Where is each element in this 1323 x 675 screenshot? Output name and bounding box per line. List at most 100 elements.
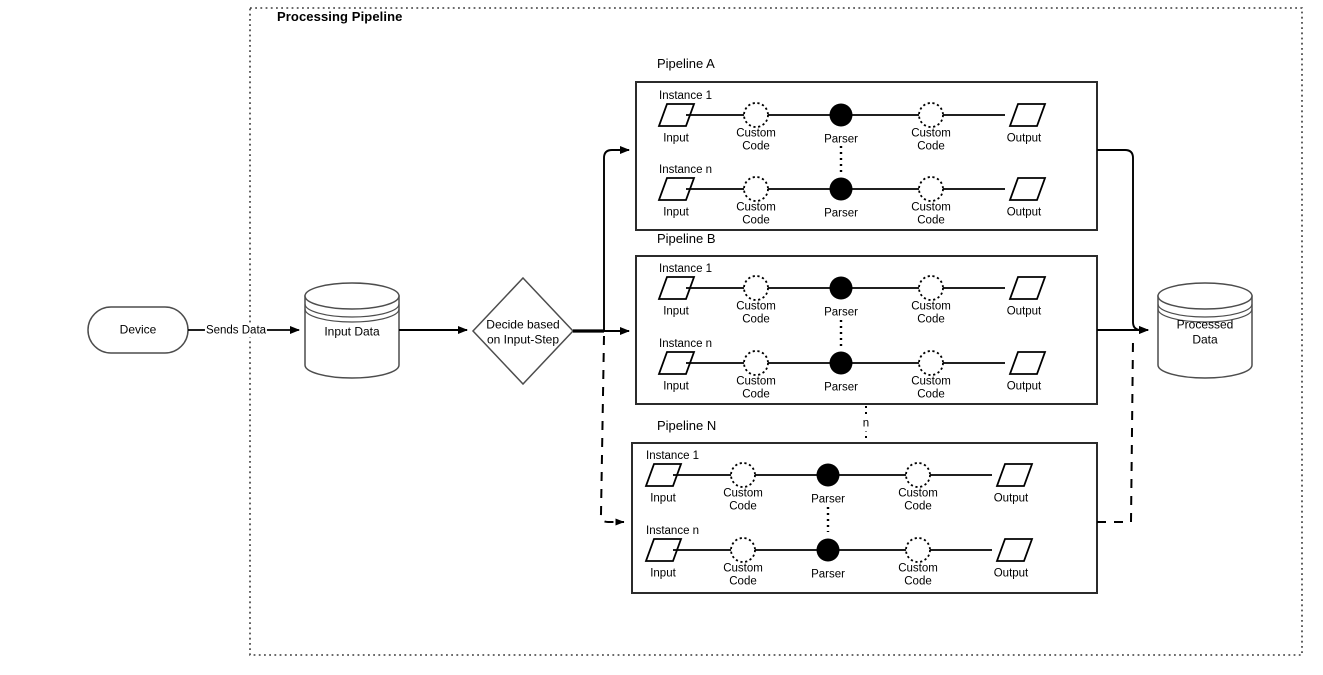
edge-decision-to-pipeline-n bbox=[599, 335, 625, 526]
custom-code-shape bbox=[730, 537, 756, 563]
custom-code-label-line1: Custom bbox=[736, 300, 776, 313]
decision-node bbox=[471, 276, 575, 386]
parser-label: Parser bbox=[824, 381, 858, 394]
input-shape bbox=[657, 276, 696, 300]
parser-label: Parser bbox=[811, 568, 845, 581]
parser-shape bbox=[829, 103, 853, 127]
custom-code-label-line1: Custom bbox=[723, 487, 763, 500]
custom-code-label-line1: Custom bbox=[911, 375, 951, 388]
custom-code-label-line1: Custom bbox=[723, 562, 763, 575]
custom-code-label-line2: Code bbox=[742, 313, 770, 326]
output-shape bbox=[1008, 103, 1047, 127]
parser-label: Parser bbox=[824, 207, 858, 220]
custom-code-label-line1: Custom bbox=[736, 201, 776, 214]
custom-code-label-line2: Code bbox=[742, 388, 770, 401]
parser-shape bbox=[829, 351, 853, 375]
parser-shape bbox=[829, 276, 853, 300]
pipeline-b-instance-1-label: Instance 1 bbox=[659, 263, 713, 275]
custom-code-label-line1: Custom bbox=[736, 127, 776, 140]
custom-code-label-line2: Code bbox=[904, 500, 932, 513]
input-shape bbox=[644, 463, 683, 487]
custom-code-label-line1: Custom bbox=[911, 300, 951, 313]
input-label: Input bbox=[663, 380, 689, 393]
custom-code-shape bbox=[743, 102, 769, 128]
custom-code-label-line1: Custom bbox=[911, 127, 951, 140]
parser-shape bbox=[816, 538, 840, 562]
input-data-label: Input Data bbox=[324, 324, 380, 339]
custom-code-label-line2: Code bbox=[742, 214, 770, 227]
pipeline-n-instance-n-flow bbox=[644, 537, 1034, 563]
input-label: Input bbox=[650, 567, 676, 580]
pipeline-n-instance-1-flow bbox=[644, 462, 1034, 488]
edge-pipeline-n-to-processed-data bbox=[1097, 339, 1134, 523]
custom-code-label-line1: Custom bbox=[898, 562, 938, 575]
output-shape bbox=[995, 538, 1034, 562]
decision-label-line2: on Input-Step bbox=[486, 332, 560, 347]
parser-label: Parser bbox=[824, 306, 858, 319]
custom-code-label-line2: Code bbox=[917, 313, 945, 326]
pipeline-n-instance-1-label: Instance 1 bbox=[646, 450, 700, 462]
input-label: Input bbox=[663, 206, 689, 219]
processed-data-label-line1: Processed bbox=[1176, 317, 1234, 332]
input-shape bbox=[657, 351, 696, 375]
output-label: Output bbox=[1006, 380, 1042, 393]
input-data-store bbox=[304, 282, 400, 379]
custom-code-label-line1: Custom bbox=[911, 201, 951, 214]
custom-code-shape bbox=[905, 462, 931, 488]
custom-code-shape bbox=[743, 275, 769, 301]
custom-code-label-line1: Custom bbox=[736, 375, 776, 388]
output-label: Output bbox=[1006, 132, 1042, 145]
output-shape bbox=[1008, 276, 1047, 300]
edge-pipeline-a-to-processed-data bbox=[1097, 149, 1149, 334]
parser-shape bbox=[816, 463, 840, 487]
custom-code-label-line2: Code bbox=[917, 140, 945, 153]
pipeline-a-instance-n-label: Instance n bbox=[659, 164, 713, 176]
custom-code-shape bbox=[918, 102, 944, 128]
custom-code-shape bbox=[905, 537, 931, 563]
parser-label: Parser bbox=[824, 133, 858, 146]
custom-code-shape bbox=[918, 275, 944, 301]
custom-code-shape bbox=[730, 462, 756, 488]
output-label: Output bbox=[993, 567, 1029, 580]
custom-code-label-line1: Custom bbox=[898, 487, 938, 500]
custom-code-shape bbox=[918, 350, 944, 376]
pipelines-count-label: n bbox=[860, 416, 872, 432]
output-label: Output bbox=[1006, 305, 1042, 318]
processed-data-store bbox=[1157, 282, 1253, 379]
pipeline-a-title: Pipeline A bbox=[657, 56, 715, 71]
sends-data-edge-label: Sends Data bbox=[204, 324, 268, 338]
output-shape bbox=[1008, 351, 1047, 375]
custom-code-shape bbox=[918, 176, 944, 202]
custom-code-label-line2: Code bbox=[729, 500, 757, 513]
page-title: Processing Pipeline bbox=[277, 9, 403, 24]
pipeline-b-title: Pipeline B bbox=[657, 231, 716, 246]
output-label: Output bbox=[1006, 206, 1042, 219]
output-label: Output bbox=[993, 492, 1029, 505]
input-shape bbox=[657, 103, 696, 127]
edge-decision-to-pipeline-a bbox=[603, 146, 630, 331]
pipeline-n-instance-n-label: Instance n bbox=[646, 525, 700, 537]
input-label: Input bbox=[650, 492, 676, 505]
output-shape bbox=[995, 463, 1034, 487]
pipeline-a-instance-n-flow bbox=[657, 176, 1047, 202]
processed-data-label-line2: Data bbox=[1192, 332, 1218, 347]
input-shape bbox=[657, 177, 696, 201]
input-label: Input bbox=[663, 132, 689, 145]
custom-code-shape bbox=[743, 176, 769, 202]
custom-code-shape bbox=[743, 350, 769, 376]
parser-shape bbox=[829, 177, 853, 201]
pipeline-n-title: Pipeline N bbox=[657, 418, 717, 433]
custom-code-label-line2: Code bbox=[742, 140, 770, 153]
output-shape bbox=[1008, 177, 1047, 201]
decision-label-line1: Decide based bbox=[486, 317, 560, 332]
custom-code-label-line2: Code bbox=[917, 214, 945, 227]
input-shape bbox=[644, 538, 683, 562]
pipeline-a-instance-1-label: Instance 1 bbox=[659, 90, 713, 102]
pipeline-b-instance-1-flow bbox=[657, 275, 1047, 301]
device-label: Device bbox=[119, 322, 157, 337]
custom-code-label-line2: Code bbox=[729, 575, 757, 588]
pipeline-a-instance-1-flow bbox=[657, 102, 1047, 128]
pipeline-b-instance-n-flow bbox=[657, 350, 1047, 376]
